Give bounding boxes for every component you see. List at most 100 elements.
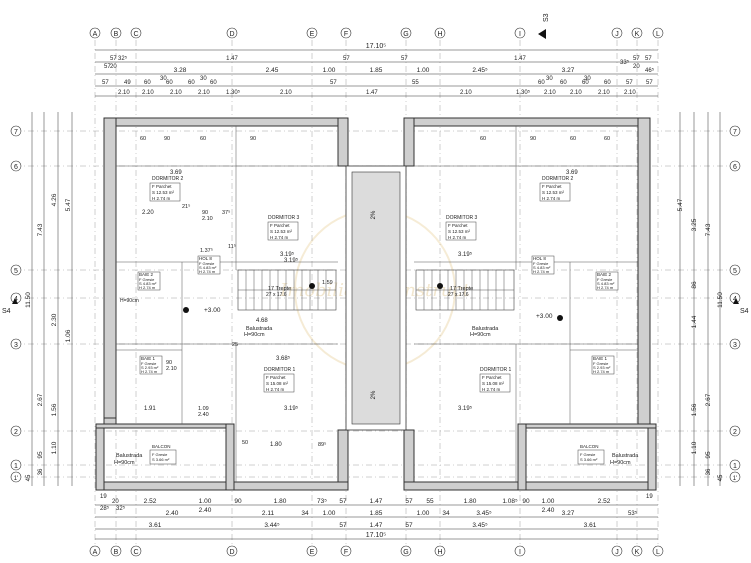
stairs-label-left: 17 Trepte 27 x 17.6 [266, 286, 291, 298]
svg-text:I: I [519, 549, 521, 556]
svg-text:60: 60 [604, 136, 610, 142]
svg-text:1.09: 1.09 [198, 406, 209, 412]
svg-text:36: 36 [38, 468, 44, 475]
svg-text:H: H [437, 549, 442, 556]
svg-text:3: 3 [14, 342, 18, 349]
svg-text:55: 55 [426, 498, 434, 505]
svg-text:2.10: 2.10 [544, 90, 556, 96]
svg-text:3: 3 [733, 342, 737, 349]
svg-text:S 12.53 m²: S 12.53 m² [152, 190, 175, 195]
svg-text:90: 90 [202, 210, 208, 216]
svg-text:2.10: 2.10 [202, 216, 213, 222]
svg-text:H 2.74 m: H 2.74 m [533, 269, 550, 274]
column-marker-icons [183, 283, 563, 321]
svg-text:2.67: 2.67 [37, 393, 44, 406]
room-dormitor1-right: DORMITOR 1 F Parchet S 15.08 m² H 2.74 m… [458, 367, 512, 412]
svg-text:1.47: 1.47 [370, 522, 383, 529]
grid-column-markers-top: A B C D E F G H I J K L [89, 27, 664, 39]
svg-text:57: 57 [330, 80, 337, 86]
svg-text:2.40: 2.40 [199, 507, 212, 514]
dimension-chain-right: 11.50 7.43 3.25 5.47 86 1.44 2.67 1.56 1… [677, 112, 724, 486]
svg-text:H 2.74 m: H 2.74 m [270, 235, 289, 240]
svg-text:2.10: 2.10 [198, 90, 210, 96]
svg-text:57: 57 [405, 522, 413, 529]
svg-text:1.80: 1.80 [270, 442, 282, 448]
svg-text:+3.00: +3.00 [204, 307, 221, 314]
svg-text:86: 86 [691, 281, 698, 289]
svg-text:57: 57 [401, 56, 408, 62]
svg-text:3.19⁵: 3.19⁵ [284, 257, 299, 264]
svg-text:2%: 2% [371, 210, 377, 219]
svg-text:G: G [403, 31, 408, 38]
svg-text:25: 25 [232, 342, 238, 348]
svg-text:H=90cm: H=90cm [244, 332, 265, 338]
svg-text:B: B [114, 31, 119, 38]
svg-text:2.10: 2.10 [598, 90, 610, 96]
svg-text:4.26: 4.26 [51, 193, 58, 206]
svg-text:1.91: 1.91 [144, 406, 156, 412]
svg-text:1.10: 1.10 [691, 441, 698, 454]
svg-text:F Gresie: F Gresie [533, 261, 549, 266]
svg-text:2.30: 2.30 [51, 313, 58, 326]
section-mark-right: S4 [733, 298, 749, 315]
svg-text:BALCON: BALCON [152, 444, 171, 449]
svg-text:Balustrada: Balustrada [246, 326, 273, 332]
svg-text:DORMITOR 1: DORMITOR 1 [480, 367, 512, 373]
svg-text:F Parchet: F Parchet [152, 184, 172, 189]
svg-text:1.00: 1.00 [417, 67, 430, 74]
svg-text:H 2.74 m: H 2.74 m [448, 235, 467, 240]
svg-text:60: 60 [604, 80, 611, 86]
svg-text:S 2.93 m²: S 2.93 m² [141, 365, 159, 370]
svg-text:60: 60 [144, 80, 151, 86]
grid-row-markers-left: 7 6 5 4 3 2 1 1' [10, 125, 22, 483]
svg-text:1.59: 1.59 [322, 280, 333, 286]
svg-text:3.45⁵: 3.45⁵ [476, 510, 492, 517]
svg-text:1.00: 1.00 [323, 510, 336, 517]
svg-text:1.10: 1.10 [51, 441, 58, 454]
section-mark-left: S4 [2, 298, 18, 315]
svg-text:2.45⁵: 2.45⁵ [472, 67, 488, 74]
svg-text:33⁵: 33⁵ [620, 59, 630, 66]
svg-text:5: 5 [14, 268, 18, 275]
svg-text:1.47: 1.47 [366, 90, 378, 96]
svg-text:1.85: 1.85 [370, 67, 383, 74]
svg-text:89⁵: 89⁵ [318, 441, 326, 448]
svg-text:32⁵: 32⁵ [116, 505, 126, 512]
svg-text:4: 4 [14, 296, 18, 303]
svg-text:3.19⁵: 3.19⁵ [284, 405, 299, 412]
svg-text:2.52: 2.52 [598, 498, 611, 505]
svg-text:2.11: 2.11 [262, 510, 275, 517]
stairs-label-right: 17 Trepte 27 x 17.6 [448, 286, 473, 298]
svg-text:2.10: 2.10 [570, 90, 582, 96]
svg-text:4.68: 4.68 [256, 318, 268, 324]
svg-text:2.10: 2.10 [118, 90, 130, 96]
svg-text:90: 90 [234, 498, 242, 505]
svg-text:1.00: 1.00 [417, 510, 430, 517]
svg-text:E: E [310, 31, 315, 38]
staircase-right [415, 269, 515, 311]
svg-text:1.47: 1.47 [370, 498, 383, 505]
svg-text:F Gresie: F Gresie [139, 277, 155, 282]
svg-text:11⁵: 11⁵ [228, 243, 236, 250]
svg-text:90: 90 [530, 136, 536, 142]
svg-text:BAIE 2: BAIE 2 [139, 272, 154, 277]
svg-text:S 4.83 m²: S 4.83 m² [597, 281, 615, 286]
svg-text:90: 90 [522, 498, 530, 505]
balustrada-left-stairs: Balustrada H=90cm [244, 326, 273, 338]
svg-text:95: 95 [705, 451, 712, 459]
svg-text:Balustrada: Balustrada [472, 326, 499, 332]
svg-text:3.19⁵: 3.19⁵ [280, 251, 295, 258]
svg-text:20: 20 [112, 499, 119, 505]
svg-text:H 2.74 m: H 2.74 m [597, 285, 614, 290]
svg-text:60: 60 [188, 80, 195, 86]
svg-text:1.00: 1.00 [542, 498, 555, 505]
level-mark-right: +3.00 [536, 313, 553, 320]
dimension-chain-top: 17.10⁵ 57 1.47 57 57 1.47 57 57 32⁵ 20 2… [95, 43, 658, 97]
svg-text:S 12.53 m²: S 12.53 m² [542, 190, 565, 195]
svg-text:55: 55 [412, 80, 419, 86]
svg-text:90: 90 [166, 360, 172, 366]
svg-text:L: L [656, 31, 660, 38]
svg-text:21⁵: 21⁵ [182, 203, 190, 210]
svg-text:4: 4 [733, 296, 737, 303]
